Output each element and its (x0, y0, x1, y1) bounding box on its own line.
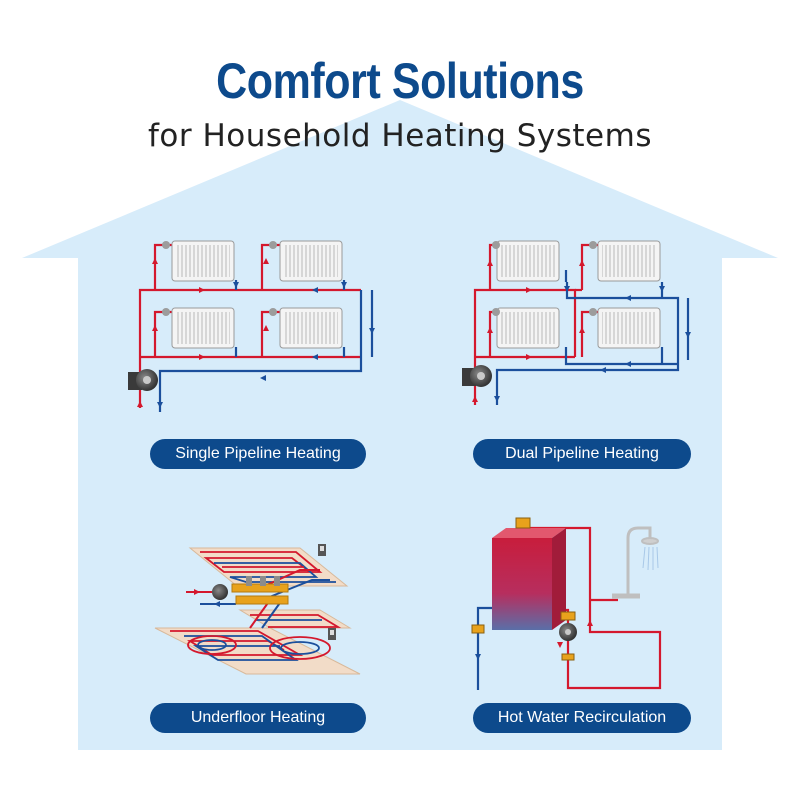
flow-arrows (137, 258, 375, 408)
radiator-icon (269, 307, 343, 349)
radiator-icon (162, 240, 235, 282)
shower-icon (612, 526, 659, 599)
flow-arrows (475, 620, 593, 660)
label-dual-pipeline-heating: Dual Pipeline Heating (473, 439, 691, 469)
page-subtitle: for Household Heating Systems (148, 118, 652, 154)
flow-arrows (194, 589, 220, 607)
thermostat-icon (328, 628, 336, 640)
dual-pipeline-diagram (462, 240, 691, 405)
radiator-icon (269, 240, 343, 282)
underfloor-diagram (154, 544, 361, 675)
radiator-icon (492, 240, 560, 282)
radiator-icon (589, 240, 661, 282)
boiler-icon (492, 517, 566, 630)
hot-water-diagram (471, 517, 662, 690)
circulation-pump-icon (462, 365, 492, 387)
label-underfloor-heating: Underfloor Heating (150, 703, 366, 733)
circulation-pump-icon (471, 611, 577, 661)
flow-arrows (472, 260, 691, 402)
label-single-pipeline-heating: Single Pipeline Heating (150, 439, 366, 469)
house-background (22, 100, 778, 750)
thermostat-icon (318, 544, 326, 556)
label-hot-water-recirculation: Hot Water Recirculation (473, 703, 691, 733)
page-title: Comfort Solutions (216, 53, 584, 109)
radiator-icon (589, 307, 661, 349)
circulation-pump-icon (128, 369, 158, 391)
single-pipeline-diagram (128, 240, 375, 412)
manifold-icon (212, 576, 289, 605)
radiator-icon (162, 307, 235, 349)
radiator-icon (492, 307, 560, 349)
